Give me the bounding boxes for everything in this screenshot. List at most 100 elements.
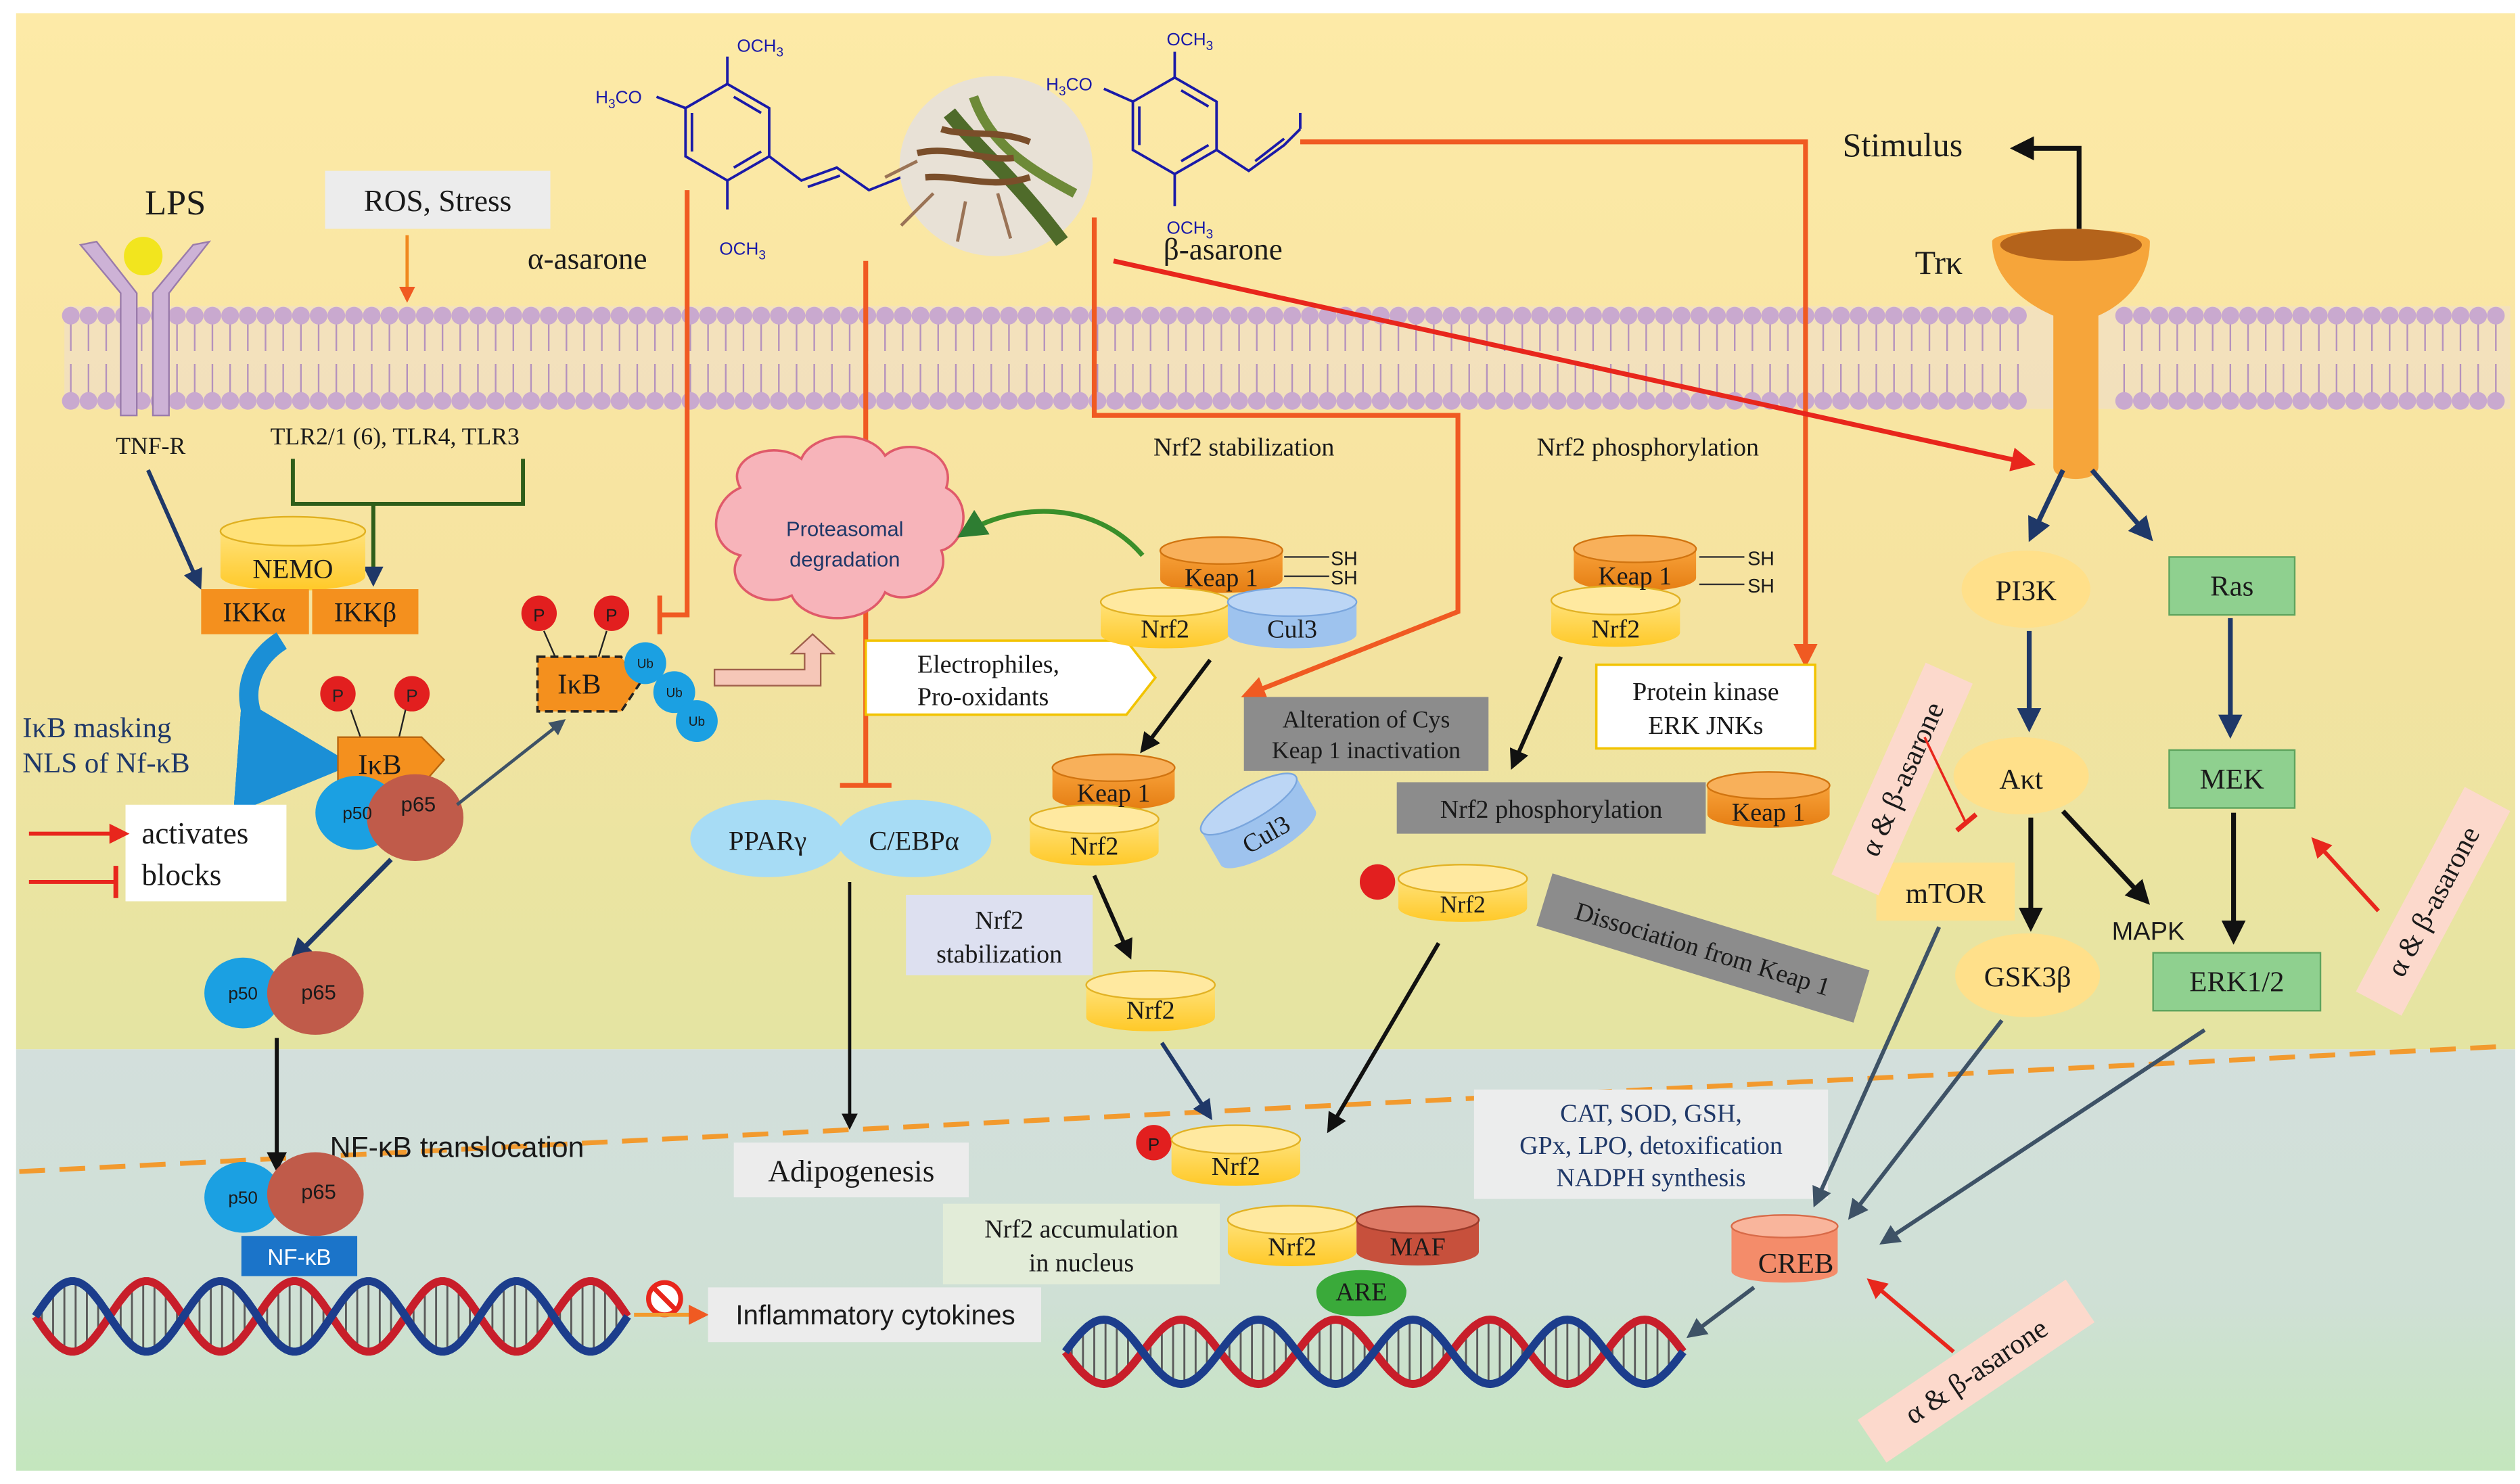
ub-to-proteasome-arrow [713,633,836,687]
sh-label-4: SH [1747,576,1774,597]
nrf2-stabilized [1085,970,1216,1031]
mek-node [2168,749,2296,809]
akt-label: Aκt [1999,764,2042,795]
protein-kinase-box [1595,664,1816,750]
nfkb-translocation-label: NF-κB translocation [330,1132,585,1164]
phosphate-icon [394,676,430,712]
akt-to-mapk-arrow [2061,809,2151,905]
electrophiles-box [864,639,1158,716]
beta-to-trk-arrow [1113,258,2036,471]
ubiquitin-label: Ub [689,715,705,729]
p50-label: p50 [228,1188,258,1208]
sh-label-3: SH [1747,548,1774,570]
phosphate-icon [320,676,356,712]
ubiquitin-icon [624,642,666,685]
nrf2-accumulation-box [942,1203,1220,1284]
keap1-nrf2-cul3-complex [1099,536,1358,649]
cul3-label: Cul3 [1267,615,1317,643]
nrf2-label: Nrf2 [1440,891,1486,918]
free-keap1 [1706,771,1831,828]
keap1-nrf2-complex [1550,534,1697,647]
creb-label: CREB [1758,1248,1834,1280]
beta-asarone-structure [1103,51,1302,206]
nuclear-phospho-nrf2 [1170,1124,1302,1186]
beta-och3-bottom: OCH3 [1167,217,1214,241]
ikb-nfkb-complex: P P IκB p50 p65 [315,676,464,862]
trk-receptor-icon [1992,229,2150,480]
ikb-label: IκB [557,669,601,701]
electrophiles-line1: Electrophiles, [917,651,1059,679]
keap1-nrf2-pair [1029,753,1176,866]
cebp-ellipse [836,799,992,877]
ikkb-box [312,589,419,634]
ikkb-label: IKKβ [334,597,396,628]
ikk-to-ikb-curve [233,632,353,814]
nrf2-label: Nrf2 [1591,615,1640,643]
legend: activates blocks [28,804,287,902]
p65-label: p65 [301,1180,336,1204]
proteasome-line1: Proteasomal [786,517,904,541]
alpha-h3co: H3CO [595,87,642,112]
trk-to-pi3k-arrow [2028,469,2065,542]
nrf2-to-nucleus-arrow [1160,1042,1213,1121]
beta-stab-line [1091,217,1461,700]
maf-label: MAF [1390,1233,1445,1261]
p65-label: p65 [301,981,336,1004]
ros-stress-label: ROS, Stress [364,184,511,218]
antioxidant-line1: CAT, SOD, GSH, [1560,1099,1742,1128]
gsk-to-creb-arrow [1848,1019,2004,1220]
ros-stress-box [325,170,551,229]
phos-nrf2-to-nucleus-arrow [1327,942,1441,1134]
are-label: ARE [1335,1278,1387,1306]
gsk-label: GSK3β [1984,962,2071,994]
phosphate-icon [593,595,630,631]
nrf2-phosphorylation-box [1396,782,1706,834]
alpha-och3-top: OCH3 [737,36,783,60]
keap1-to-proteasome-arrow [957,509,1145,557]
receptor-icon [78,237,212,417]
phosphate-label: P [605,605,617,626]
phospho-ikb-ubiquitin: P P IκB Ub Ub Ub [521,595,718,742]
tnfr-arrow [146,469,202,590]
creb-node: CREB [1731,1214,1839,1283]
electrophiles-line2: Pro-oxidants [917,682,1049,711]
ppar-ellipse [690,799,845,877]
nrf2-phosphorylation-label: Nrf2 phosphorylation [1440,795,1663,824]
cebp-label: C/EBPα [869,825,959,856]
nfkb-label: NF-κB [267,1245,331,1270]
trk-label: Trκ [1915,244,1963,281]
legend-activates: activates [141,816,248,850]
inhibition-sign-icon [646,1280,683,1318]
ubiquitin-icon [676,700,718,742]
trk-to-ras-arrow [2090,468,2153,542]
phosphate-label: P [332,686,344,706]
complex-to-free-arrow [289,858,393,963]
pi3k-node [1961,550,2090,628]
nrf2-stab-line2: stabilization [936,940,1062,969]
phosphate-icon [1359,864,1396,900]
ikka-label: IKKα [223,597,285,628]
erk-label: ERK1/2 [2189,967,2284,998]
p50-label: p50 [228,983,258,1004]
ab-asarone-akt-block [1923,737,1968,825]
protein-kinase-line2: ERK JNKs [1648,712,1763,740]
keap1-label: Keap 1 [1598,562,1672,590]
dna-helix-icon [32,1277,631,1356]
p65-label: p65 [401,792,436,816]
beta-asarone-label: β-asarone [1164,232,1283,266]
nrf2-stab-line1: Nrf2 [975,906,1024,935]
ikb-masking-line1: IκB masking [22,712,171,744]
nrf2-maf-complex [1227,1205,1480,1266]
nrf2-accum-line1: Nrf2 accumulation [984,1215,1178,1244]
keap1-label: Keap 1 [1732,799,1806,827]
phosphate-icon [521,595,557,631]
nrf2-stab-title: Nrf2 stabilization [1153,434,1334,462]
akt-node [1953,737,2089,815]
lps-label: LPS [145,183,206,223]
keap1-label: Keap 1 [1077,779,1151,808]
free-nfkb-dimer: p50 p65 [204,951,364,1035]
nuclear-nfkb: p50 p65 NF-κB [204,1152,364,1276]
erk-node [2152,952,2322,1012]
nrf2-accum-line2: in nucleus [1029,1249,1134,1278]
